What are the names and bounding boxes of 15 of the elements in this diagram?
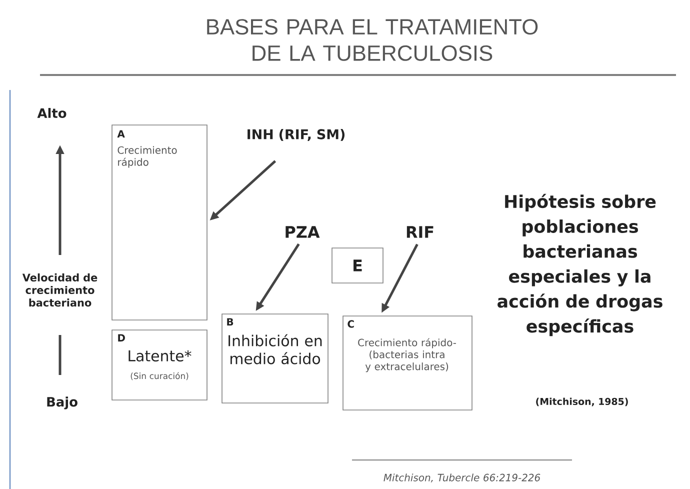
drug-label: RIF — [406, 226, 434, 238]
label: Bajo — [47, 396, 78, 410]
population-box: C Crecimiento rápido- (bacterias intra y extracelulares) — [342, 316, 472, 410]
axis-label: Velocidad de crecimiento bacteriano — [22, 273, 98, 307]
drug-label: INH (RIF, SM) — [248, 128, 345, 142]
population-box: D Latente* (Sin curación) — [112, 330, 208, 400]
hypothesis-text: Hipótesis sobre poblaciones bacterianas especiales y la acción de drogas específicas — [498, 194, 662, 336]
citation-text: Mitchison, Tubercle 66:219-226 — [384, 474, 540, 482]
reference-text: (Mitchison, 1985) — [536, 398, 628, 406]
population-box: A Crecimiento rápido — [112, 124, 208, 320]
title: BASES PARA EL TRATAMIENTO DE LA TUBERCULOSIS — [207, 19, 538, 61]
population-box: B Inhibición en medio ácido — [222, 314, 328, 404]
drug-label: PZA — [286, 226, 320, 238]
label: Alto — [37, 108, 66, 118]
population-box: E — [332, 248, 384, 284]
